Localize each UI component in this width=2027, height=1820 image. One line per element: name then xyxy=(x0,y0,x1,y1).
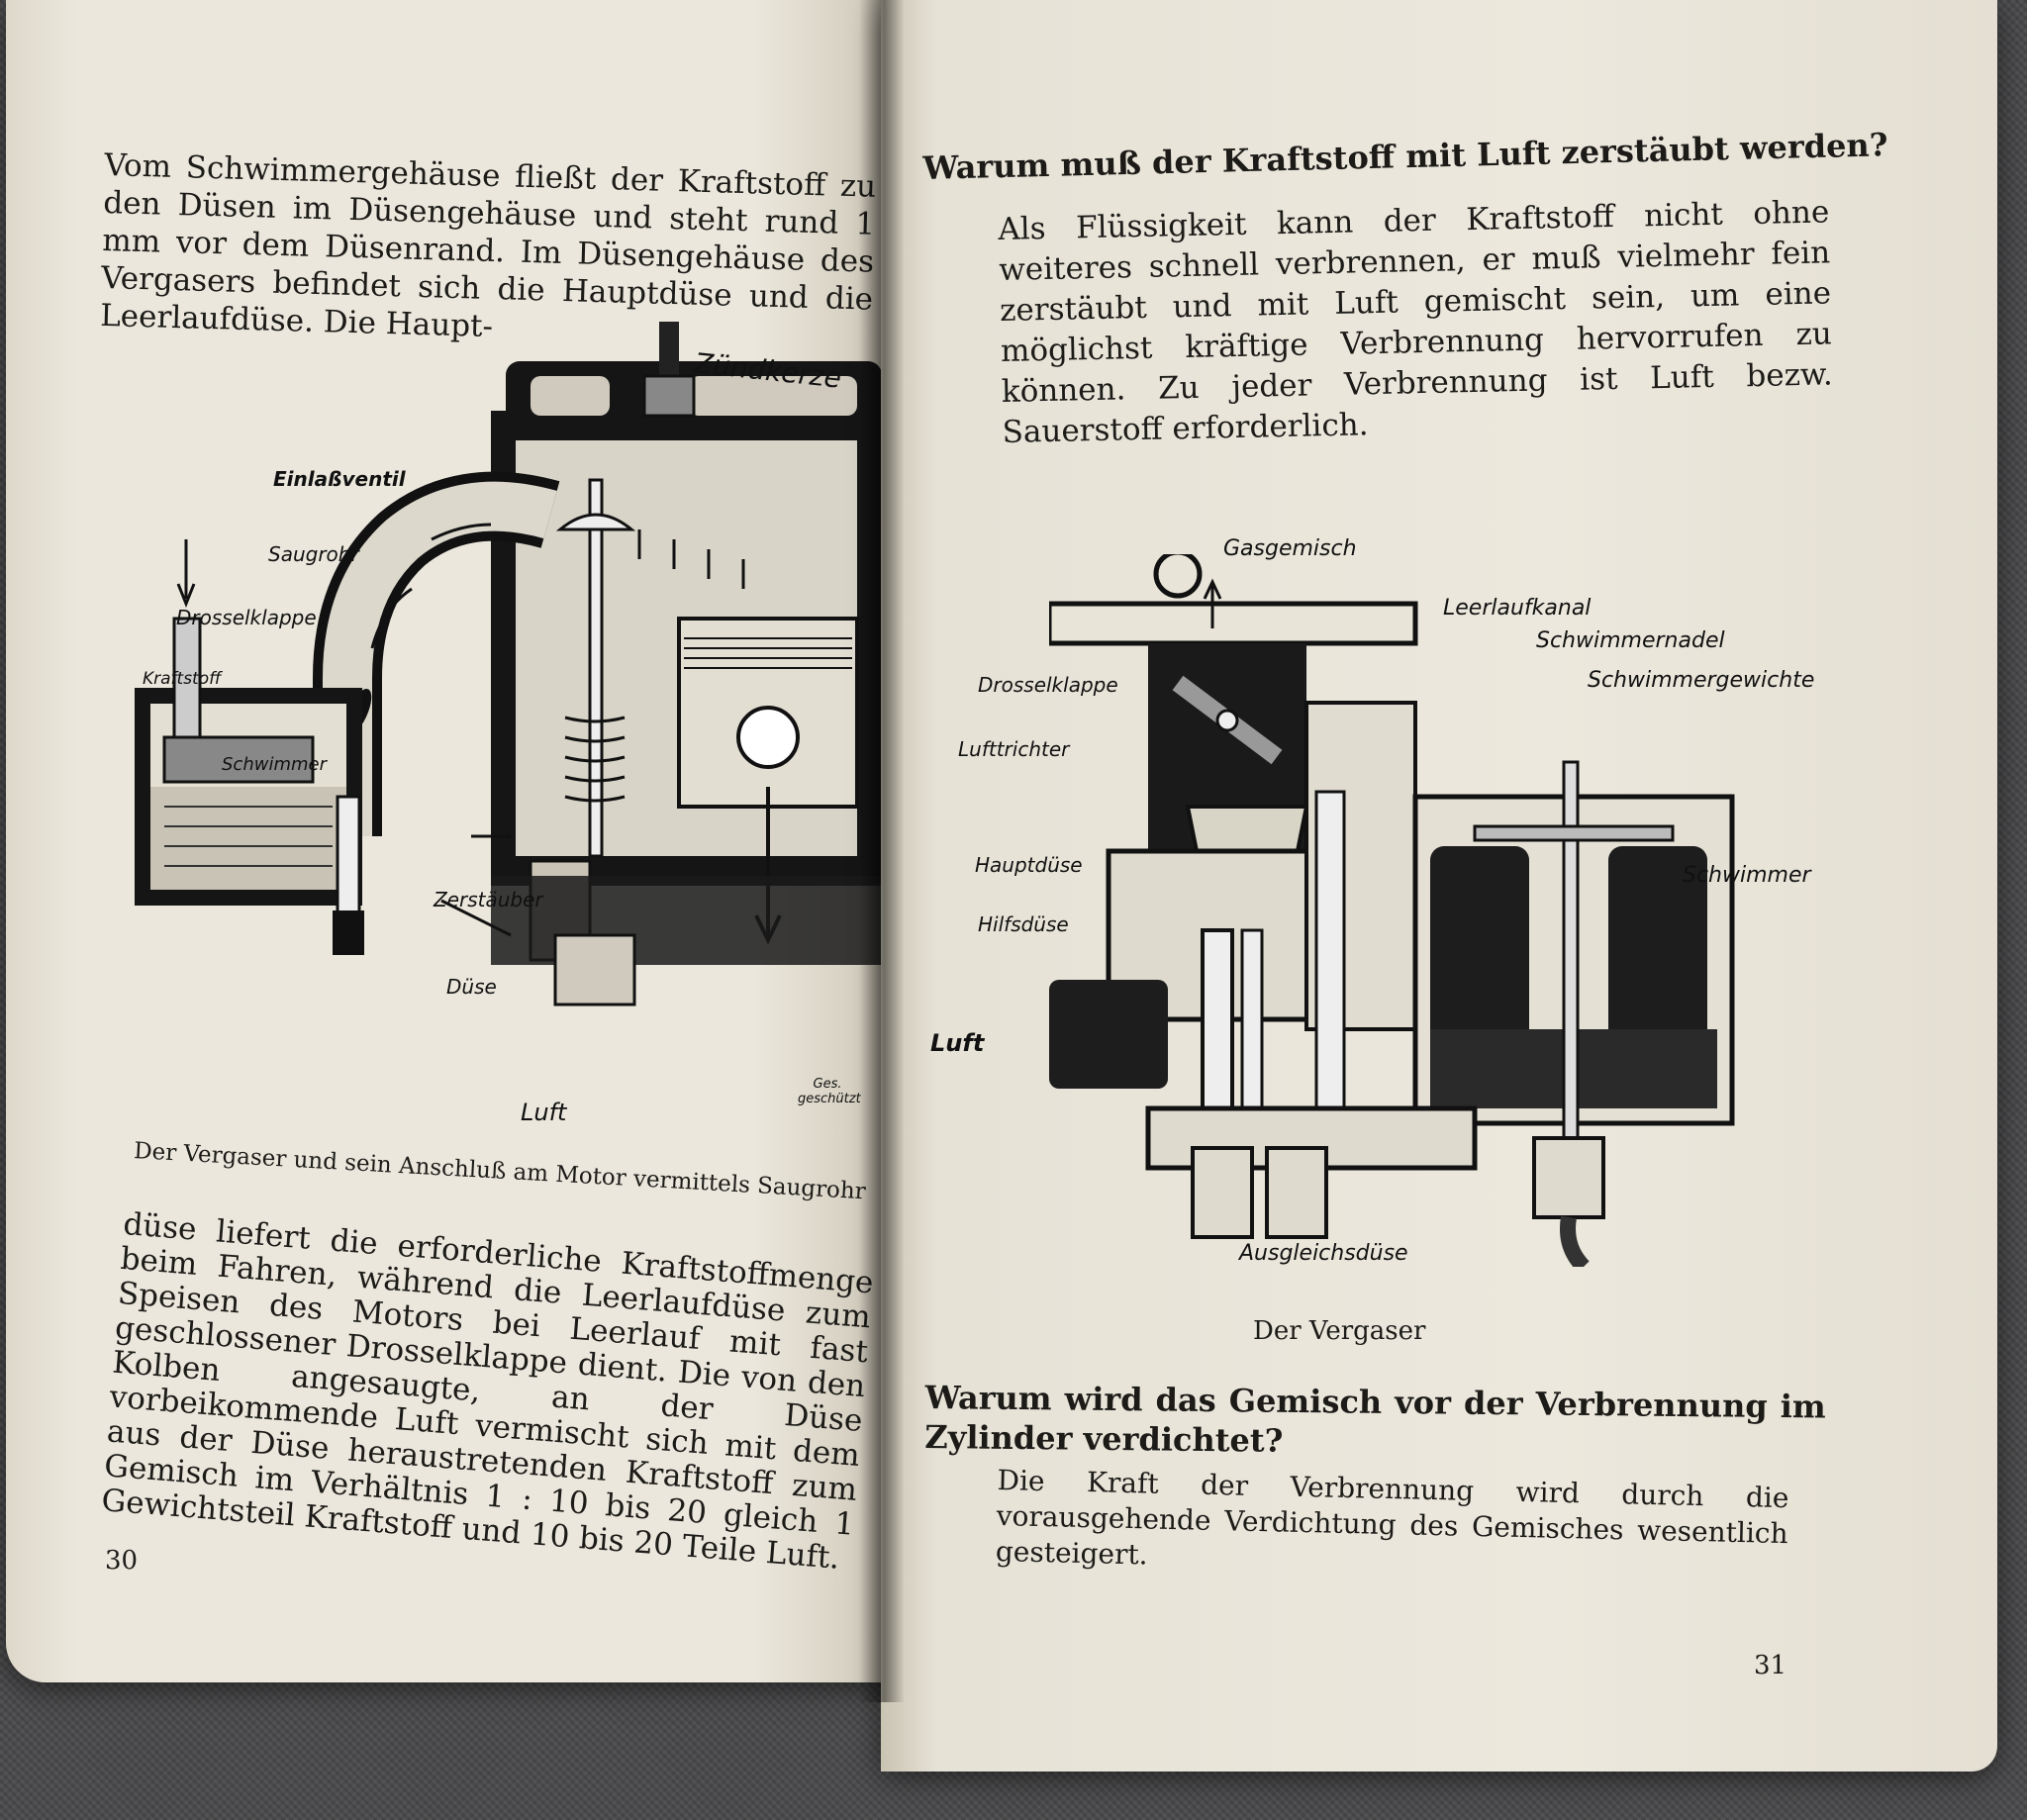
right-figure-caption: Der Vergaser xyxy=(1253,1316,1426,1346)
label-schwimmer: Schwimmer xyxy=(222,754,327,775)
label-lufttrichter: Lufttrichter xyxy=(958,737,1070,761)
right-page-number: 31 xyxy=(1754,1651,1787,1680)
label-luft: Luft xyxy=(521,1099,567,1126)
label-schwimmernadel: Schwimmernadel xyxy=(1536,628,1725,653)
engine-carburetor-diagram xyxy=(135,322,887,1006)
nozzle xyxy=(336,795,361,927)
label-saugrohr: Saugrohr xyxy=(268,542,359,566)
label-schwimmergewichte: Schwimmergewichte xyxy=(1588,668,1815,693)
label-luft-right: Luft xyxy=(930,1029,985,1057)
label-hauptduese: Hauptdüse xyxy=(975,853,1083,877)
label-ges-geschuetzt: Ges. geschützt xyxy=(798,1077,861,1106)
main-jet xyxy=(1201,928,1234,1120)
right-page: Warum muß der Kraftstoff mit Luft zerstä… xyxy=(881,0,1997,1772)
label-drosselklappe: Drosselklappe xyxy=(176,606,317,629)
right-heading-2: Warum wird das Gemisch vor der Verbrennu… xyxy=(924,1379,1826,1460)
label-drosselklappe-right: Drosselklappe xyxy=(978,673,1118,697)
book-gutter xyxy=(859,0,905,1702)
left-page-number: 30 xyxy=(105,1546,139,1576)
label-gasgemisch: Gasgemisch xyxy=(1223,536,1357,561)
label-schwimmer-right: Schwimmer xyxy=(1683,863,1811,888)
carburetor-diagram xyxy=(1049,554,1735,1267)
idle-jet xyxy=(1314,790,1346,1120)
label-leerlaufkanal: Leerlaufkanal xyxy=(1443,596,1592,621)
right-paragraph-1: Als Flüssigkeit kann der Kraftstoff nich… xyxy=(998,194,1834,450)
mounting-flange xyxy=(1049,601,1418,646)
label-zerstaeuber: Zerstäuber xyxy=(434,888,543,911)
air-intake xyxy=(1049,980,1168,1089)
left-page: Vom Schwimmergehäuse fließt der Kraftsto… xyxy=(6,0,887,1682)
left-bottom-paragraph: düse liefert die erforderliche Kraftstof… xyxy=(100,1206,875,1577)
float-needle xyxy=(1562,760,1580,1180)
right-heading-1: Warum muß der Kraftstoff mit Luft zerstä… xyxy=(922,126,1888,187)
spark-plug xyxy=(659,322,679,381)
label-hilfsduese: Hilfsdüse xyxy=(978,912,1069,936)
right-paragraph-2: Die Kraft der Verbrennung wird durch die… xyxy=(995,1463,1789,1572)
label-einlassventil: Einlaßventil xyxy=(273,467,406,491)
label-ausgleichsduese: Ausgleichsdüse xyxy=(1239,1241,1408,1266)
label-duese: Düse xyxy=(446,975,497,999)
float xyxy=(162,735,315,784)
label-kraftstoff: Kraftstoff xyxy=(143,669,222,689)
